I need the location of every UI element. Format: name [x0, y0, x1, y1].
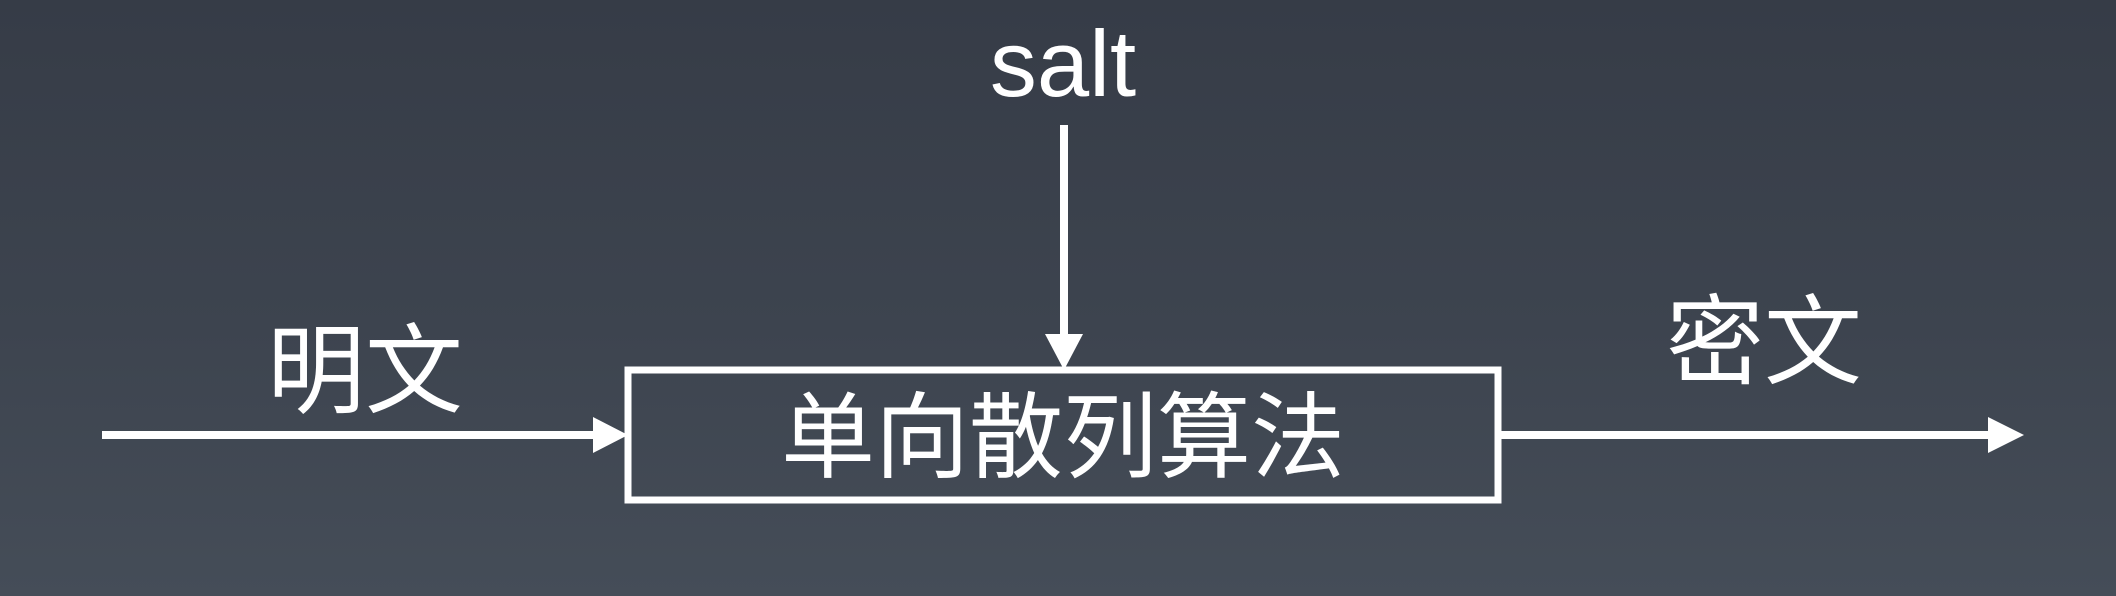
output-arrowhead [1988, 417, 2024, 453]
salt-label: salt [990, 11, 1136, 116]
input-arrow [102, 417, 628, 453]
output-label: 密文 [1666, 286, 1862, 400]
input-arrowhead [593, 417, 628, 453]
hash-algorithm-label: 单向散列算法 [781, 384, 1345, 493]
salt-arrowhead [1045, 334, 1083, 370]
output-arrow [1498, 417, 2024, 453]
salt-arrow [1045, 125, 1083, 370]
input-label: 明文 [267, 315, 463, 429]
hash-algorithm-box: 单向散列算法 [624, 366, 1502, 504]
